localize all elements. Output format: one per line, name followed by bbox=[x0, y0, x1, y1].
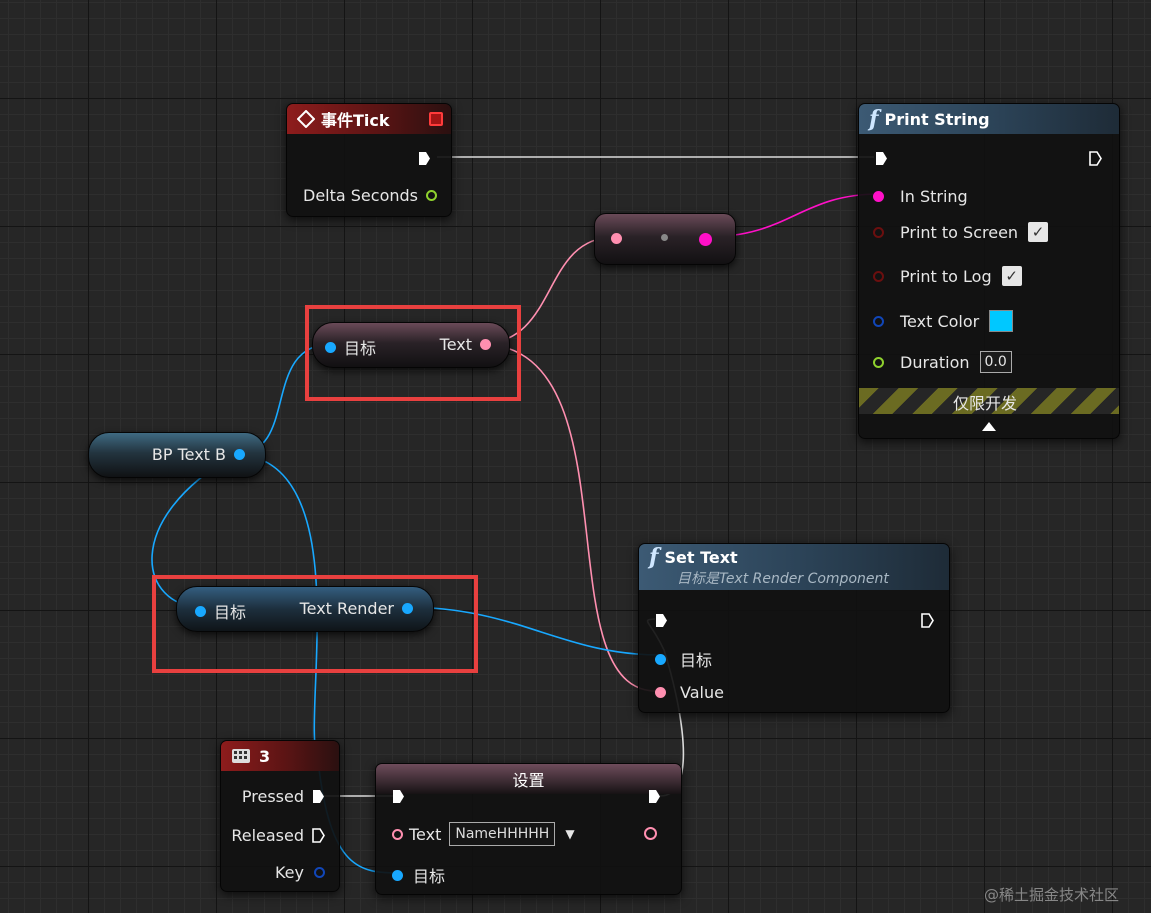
bp-text-b-output-pin[interactable] bbox=[234, 449, 245, 460]
exec-in-pin-icon[interactable] bbox=[875, 151, 888, 166]
released-exec-pin-icon[interactable] bbox=[312, 828, 325, 843]
get-text-render-output-label: Text Render bbox=[299, 599, 394, 618]
print-string-header: f Print String bbox=[859, 104, 1119, 134]
function-icon: f bbox=[869, 106, 879, 132]
print-to-log-pin[interactable] bbox=[873, 270, 884, 282]
pressed-exec-pin-icon[interactable] bbox=[312, 789, 325, 804]
delta-seconds-label: Delta Seconds bbox=[303, 186, 418, 205]
object-wire-bp-to-set-target bbox=[235, 453, 401, 874]
text-color-pin[interactable] bbox=[873, 315, 884, 327]
exec-in-pin-icon[interactable] bbox=[655, 613, 668, 628]
dev-only-label: 仅限开发 bbox=[953, 394, 1018, 413]
key-label: Key bbox=[274, 863, 304, 882]
conversion-dot-icon bbox=[661, 234, 668, 241]
get-text-target-pin[interactable] bbox=[325, 341, 336, 353]
set-text-input-label: Text bbox=[409, 824, 442, 844]
set-text-target-label: 目标 bbox=[680, 651, 713, 670]
bp-text-b-label: BP Text B bbox=[151, 445, 226, 464]
get-text-render-node[interactable]: 目标 Text Render bbox=[176, 586, 434, 632]
released-label: Released bbox=[231, 826, 304, 845]
get-text-render-target-pin[interactable] bbox=[195, 605, 206, 617]
set-variable-target-pin[interactable] bbox=[392, 869, 403, 881]
conversion-node[interactable] bbox=[594, 213, 736, 265]
duration-input[interactable]: 0.0 bbox=[979, 351, 1012, 373]
delta-seconds-pin[interactable] bbox=[426, 190, 437, 201]
set-text-title: Set Text bbox=[664, 547, 738, 567]
print-to-screen-pin[interactable] bbox=[873, 226, 884, 238]
set-text-node[interactable]: f Set Text 目标是Text Render Component 目标 V… bbox=[638, 543, 950, 713]
set-text-output-pin[interactable] bbox=[644, 827, 657, 840]
in-string-label: In String bbox=[900, 187, 968, 206]
exec-out-pin-icon[interactable] bbox=[648, 789, 661, 804]
exec-out-pin-icon[interactable] bbox=[921, 613, 934, 628]
set-text-target-pin[interactable] bbox=[655, 653, 666, 665]
function-icon: f bbox=[649, 544, 659, 570]
set-text-input-pin[interactable] bbox=[392, 828, 403, 840]
print-to-log-checkbox[interactable]: ✓ bbox=[1001, 266, 1022, 286]
text-value-input[interactable]: NameHHHHH bbox=[449, 822, 556, 846]
get-text-render-target-label: 目标 bbox=[214, 603, 247, 622]
print-to-screen-checkbox[interactable]: ✓ bbox=[1028, 222, 1049, 242]
print-to-screen-label: Print to Screen bbox=[900, 222, 1019, 242]
text-wire-get-to-value bbox=[479, 343, 662, 692]
conversion-out-pin[interactable] bbox=[699, 233, 712, 246]
expand-arrow-icon[interactable] bbox=[981, 420, 997, 432]
event-tick-header: 事件Tick bbox=[287, 104, 451, 134]
set-variable-header: 设置 bbox=[376, 764, 681, 794]
key-3-node[interactable]: 3 Pressed Released Key bbox=[220, 740, 340, 892]
bp-text-b-node[interactable]: BP Text B bbox=[88, 432, 266, 478]
key-output-pin[interactable] bbox=[314, 867, 325, 878]
keyboard-icon bbox=[232, 749, 250, 763]
conversion-in-pin[interactable] bbox=[611, 233, 622, 244]
event-diamond-icon bbox=[297, 110, 315, 128]
duration-pin[interactable] bbox=[873, 356, 884, 368]
dropdown-arrow-icon[interactable]: ▼ bbox=[565, 827, 575, 841]
key-3-header: 3 bbox=[221, 741, 339, 771]
print-to-log-label: Print to Log bbox=[900, 266, 992, 286]
highlight-box-get-text-render bbox=[152, 575, 478, 673]
event-tick-title: 事件Tick bbox=[321, 111, 390, 130]
watermark: @稀土掘金技术社区 bbox=[984, 886, 1120, 904]
set-text-value-label: Value bbox=[680, 683, 724, 702]
event-tick-node[interactable]: 事件Tick Delta Seconds bbox=[286, 103, 452, 217]
get-text-target-label: 目标 bbox=[344, 339, 377, 358]
text-color-swatch[interactable] bbox=[989, 310, 1014, 332]
exec-out-pin-icon[interactable] bbox=[1089, 151, 1102, 166]
set-variable-target-label: 目标 bbox=[413, 867, 446, 886]
get-text-render-output-pin[interactable] bbox=[402, 603, 413, 614]
object-wire-render-to-settext-target bbox=[403, 606, 662, 656]
pressed-label: Pressed bbox=[241, 787, 304, 806]
in-string-pin[interactable] bbox=[873, 191, 884, 202]
get-text-output-label: Text bbox=[439, 335, 472, 354]
print-string-title: Print String bbox=[884, 109, 990, 129]
print-string-node[interactable]: f Print String In String Print to Screen… bbox=[858, 103, 1120, 439]
set-variable-title: 设置 bbox=[512, 771, 545, 790]
exec-in-pin-icon[interactable] bbox=[392, 789, 405, 804]
set-text-header: f Set Text 目标是Text Render Component bbox=[639, 544, 949, 590]
key-3-title: 3 bbox=[259, 746, 271, 766]
get-text-output-pin[interactable] bbox=[480, 339, 491, 350]
dev-only-banner bbox=[859, 388, 1119, 414]
set-text-value-pin[interactable] bbox=[655, 687, 666, 698]
get-text-node[interactable]: 目标 Text bbox=[312, 322, 510, 368]
exec-out-pin-icon[interactable] bbox=[418, 151, 431, 166]
set-variable-node[interactable]: 设置 Text NameHHHHH ▼ 目标 bbox=[375, 763, 682, 895]
highlight-box-get-text bbox=[305, 305, 521, 401]
set-text-subtitle: 目标是Text Render Component bbox=[677, 571, 889, 587]
text-color-label: Text Color bbox=[900, 311, 980, 331]
event-stop-icon[interactable] bbox=[429, 112, 443, 126]
duration-label: Duration bbox=[900, 352, 970, 372]
